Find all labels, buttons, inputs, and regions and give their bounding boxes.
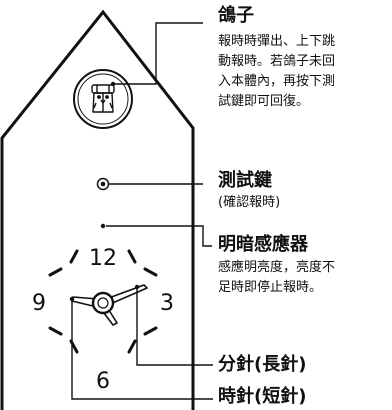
cuckoo-callout: 鴿子 報時時彈出、上下跳 動報時。若鴿子未回 入本體內，再按下測 試鍵即可回復。 [218,5,335,112]
tick-5 [127,339,137,354]
test-button-symbol [96,177,110,191]
dial-number-3: 3 [160,291,174,316]
light-sensor-desc-line-1: 感應明亮度，亮度不 [218,260,336,275]
test-button-callout: 測試鍵 (確認報時) [218,170,280,212]
hour-hand-label: 時針(短針) [218,386,307,407]
dial-ticks [48,249,158,354]
test-button-title: 測試鍵 [218,170,272,191]
minute-hand-label: 分針(長針) [218,354,307,375]
dial-number-9: 9 [32,291,46,316]
leader-hour-hand [71,299,213,400]
light-sensor-title: 明暗感應器 [218,234,308,255]
cuckoo-desc-line-1: 報時時彈出、上下跳 [218,34,336,49]
cuckoo-bird-icon [91,84,115,113]
leader-minute-hand [136,287,213,366]
light-sensor-dot [100,223,106,229]
tick-2 [143,267,158,277]
cuckoo-window [73,69,133,129]
clock-body-outline [0,9,195,410]
cuckoo-desc-line-2: 動報時。若鴿子未回 [218,54,336,69]
tick-1 [127,249,137,264]
dial-number-12: 12 [89,246,117,271]
dial-number-6: 6 [96,369,110,394]
cuckoo-desc-line-3: 入本體內，再按下測 [218,74,336,89]
tick-4 [143,326,158,336]
cuckoo-title: 鴿子 [218,5,254,26]
light-sensor-callout: 明暗感應器 感應明亮度，亮度不 足時即停止報時。 [218,234,335,298]
tick-10 [48,267,63,277]
leader-dots [69,81,140,302]
leader-cuckoo [113,22,203,85]
leader-light-sensor [106,225,212,247]
clock-hands [71,284,148,326]
cuckoo-desc-line-4: 試鍵即可回復。 [218,94,310,109]
tick-11 [69,249,79,264]
leader-lines [71,22,213,400]
tick-8 [48,326,63,336]
test-button-subtitle: (確認報時) [218,195,281,210]
light-sensor-desc-line-2: 足時即停止報時。 [218,280,323,295]
